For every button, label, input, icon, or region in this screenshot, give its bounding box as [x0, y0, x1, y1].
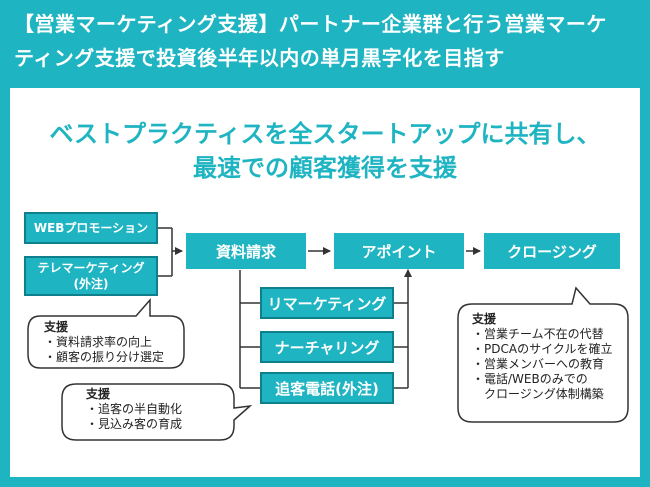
support-bubble-right-item: クロージング体制構築	[472, 387, 604, 401]
document-request-box: 資料請求	[186, 233, 306, 269]
headline-line-1: ベストプラクティスを全スタートアップに共有し、	[49, 120, 601, 148]
support-bubble-middle-item: ・見込み客の育成	[86, 417, 183, 431]
support-bubble-right-item: ・営業チーム不在の代替	[472, 327, 604, 341]
remarketing-box: リマーケティング	[260, 287, 394, 319]
headline-line-2: 最速での顧客獲得を支援	[193, 154, 457, 182]
support-bubble-right-item: ・PDCAのサイクルを確立	[472, 342, 613, 356]
support-bubble-middle: 支援 ・追客の半自動化 ・見込み客の育成	[86, 387, 182, 432]
bubble-outlines	[27, 286, 629, 441]
telemarketing-box: テレマーケティング (外注)	[24, 256, 158, 296]
support-bubble-middle-item: ・追客の半自動化	[86, 402, 183, 416]
web-promotion-label: WEBプロモーション	[33, 221, 149, 235]
nurturing-label: ナーチャリング	[274, 338, 380, 357]
follow-up-call-label: 追客電話(外注)	[275, 379, 379, 398]
support-bubble-left-item: ・顧客の振り分け選定	[44, 350, 165, 364]
support-bubble-left-item: ・資料請求率の向上	[44, 335, 153, 349]
telemarketing-label: テレマーケティング	[37, 261, 145, 275]
appointment-label: アポイント	[361, 242, 437, 261]
support-bubble-left-title: 支援	[44, 320, 69, 334]
appointment-box: アポイント	[334, 233, 464, 269]
remarketing-label: リマーケティング	[267, 294, 387, 313]
document-request-label: 資料請求	[215, 242, 276, 261]
web-promotion-box: WEBプロモーション	[24, 212, 158, 244]
support-bubble-right-title: 支援	[472, 312, 497, 326]
telemarketing-sublabel: (外注)	[73, 277, 109, 291]
title-line-1: 【営業マーケティング支援】パートナー企業群と行う営業マーケ	[14, 12, 607, 36]
support-bubble-right-item: ・電話/WEBのみでの	[472, 372, 588, 386]
support-bubble-middle-title: 支援	[86, 387, 111, 401]
support-bubble-left: 支援 ・資料請求率の向上 ・顧客の振り分け選定	[44, 320, 164, 365]
nurturing-box: ナーチャリング	[260, 331, 394, 363]
support-bubble-right: 支援 ・営業チーム不在の代替 ・PDCAのサイクルを確立 ・営業メンバーへの教育…	[472, 312, 612, 402]
title-line-2: ティング支援で投資後半年以内の単月黒字化を目指す	[14, 46, 505, 70]
support-bubble-right-item: ・営業メンバーへの教育	[472, 357, 605, 371]
title-banner: 【営業マーケティング支援】パートナー企業群と行う営業マーケ ティング支援で投資後…	[0, 0, 650, 86]
closing-label: クロージング	[507, 242, 597, 261]
follow-up-call-box: 追客電話(外注)	[260, 372, 394, 404]
closing-box: クロージング	[484, 233, 620, 269]
